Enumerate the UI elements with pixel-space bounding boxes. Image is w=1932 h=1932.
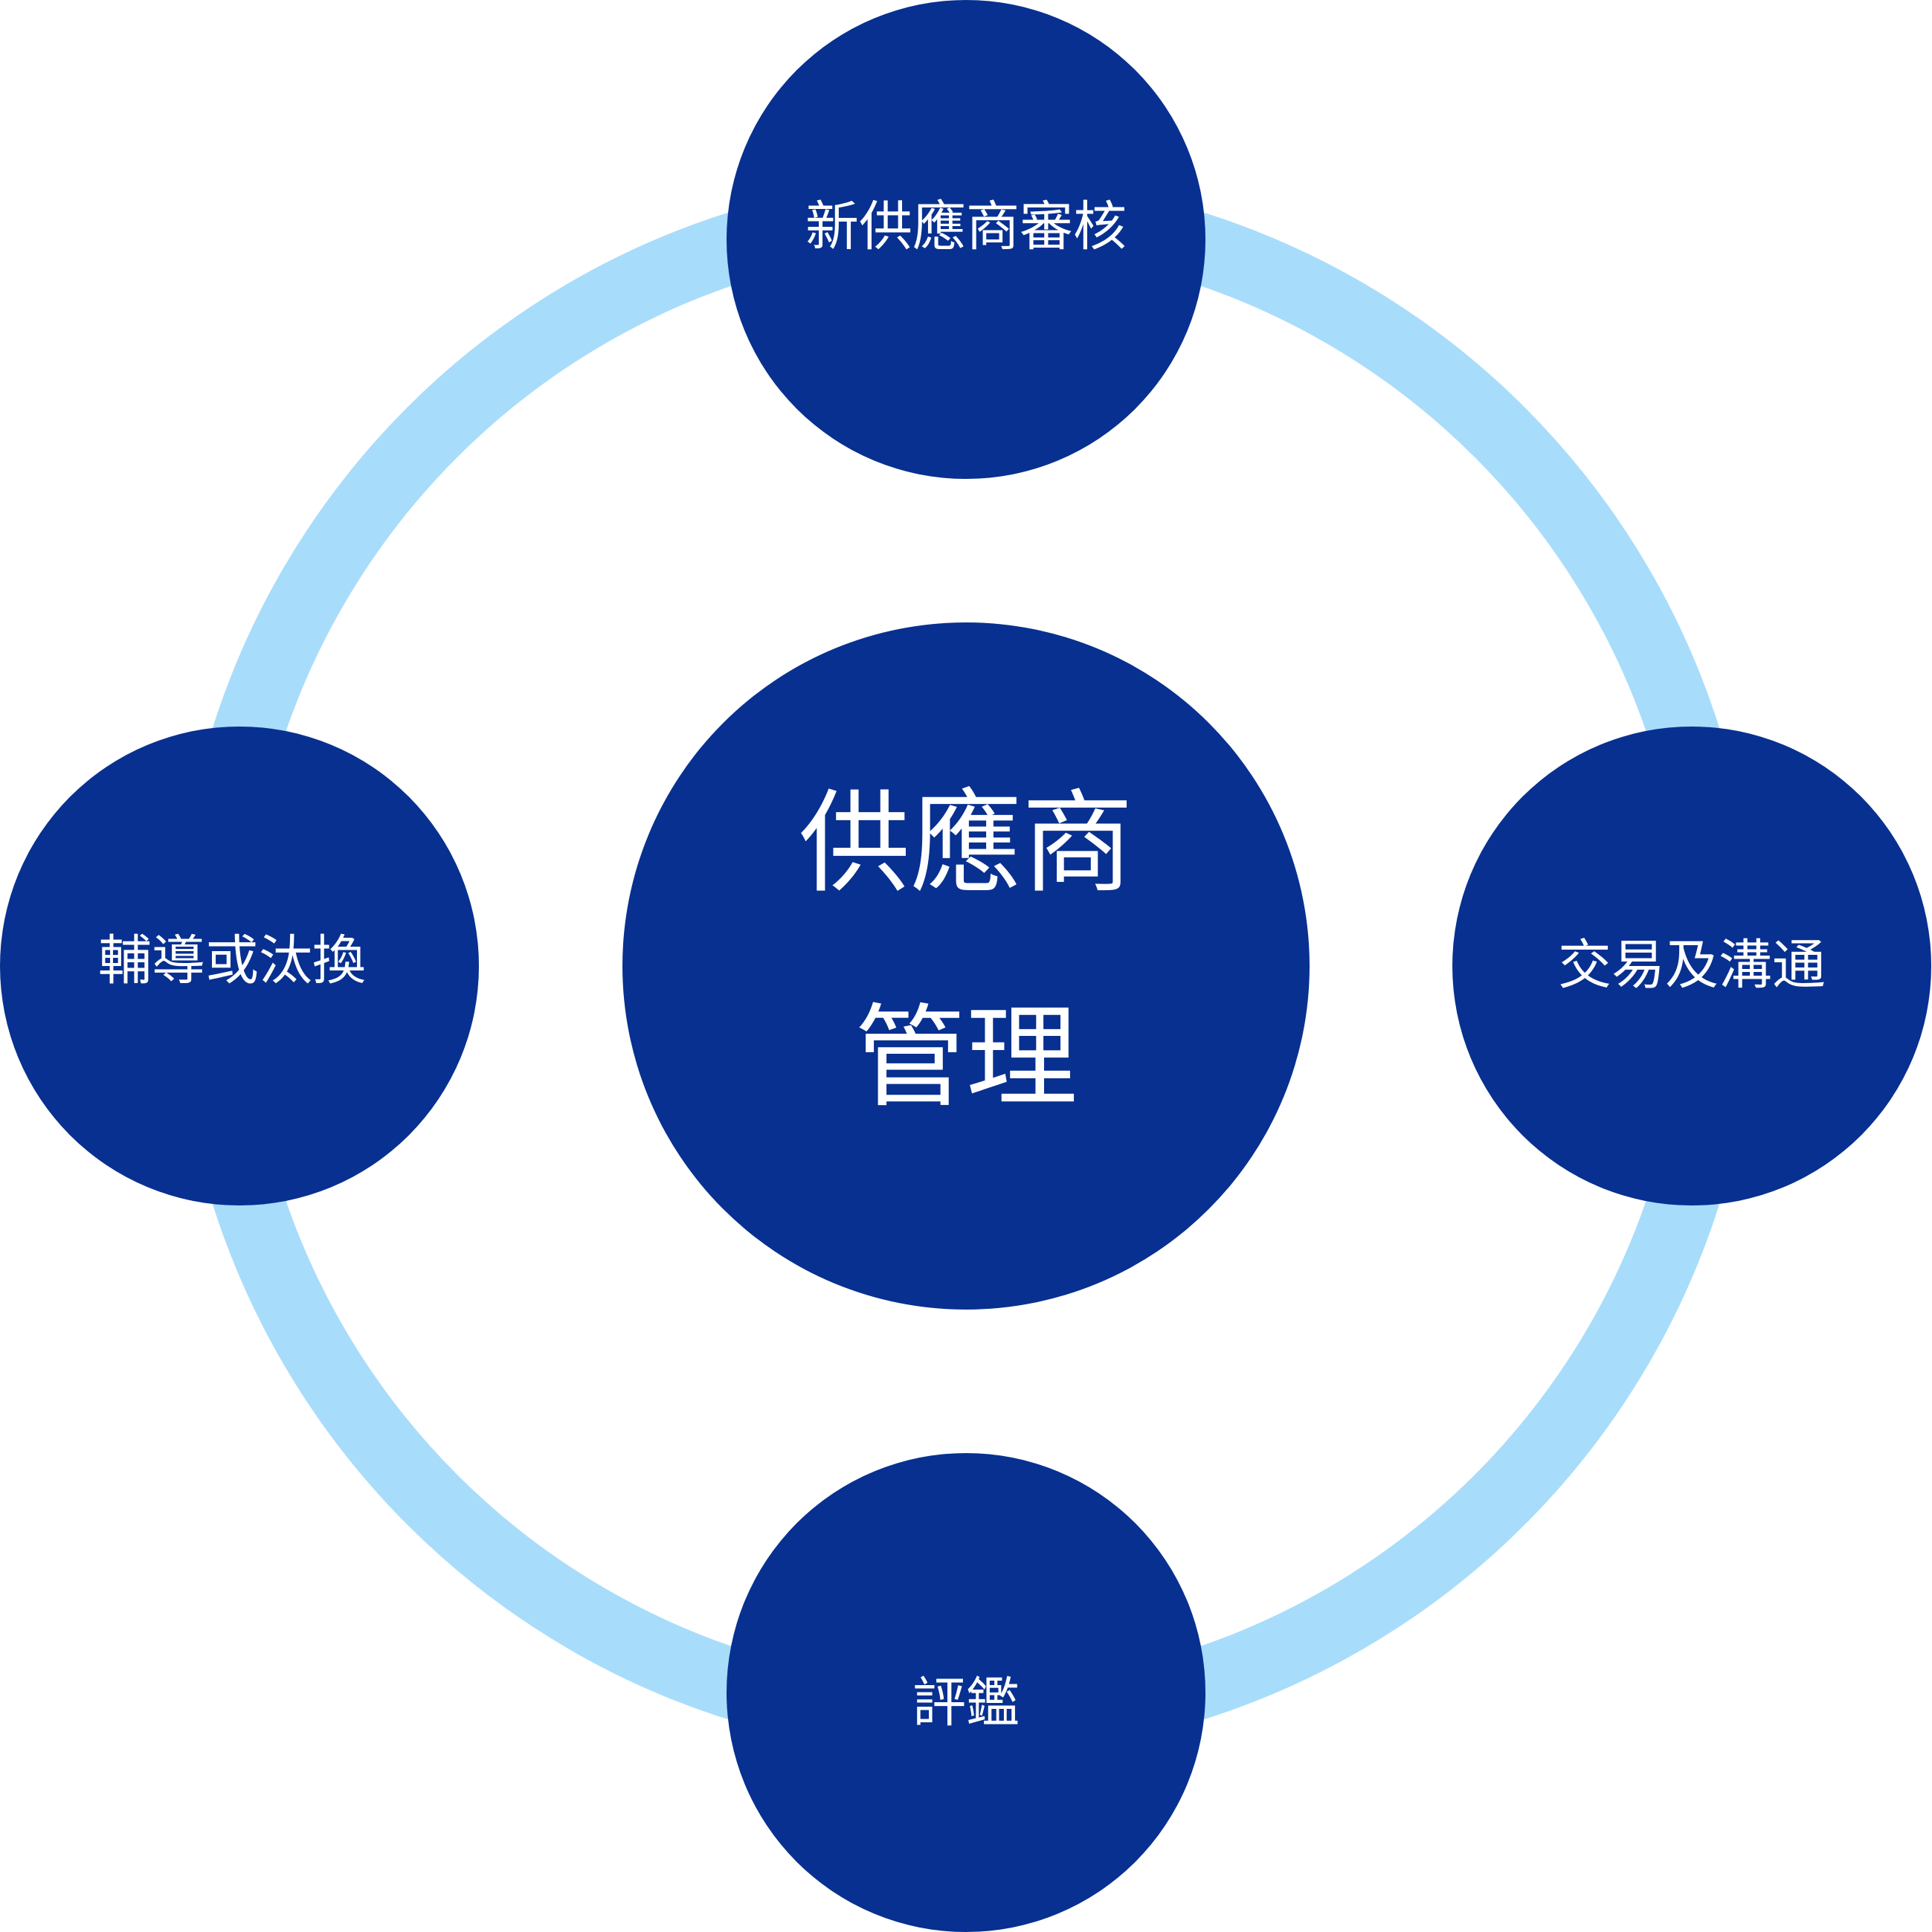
center-title-line-2: 管理 <box>854 994 1078 1123</box>
center-circle <box>622 622 1310 1310</box>
node-left-circle <box>0 727 479 1205</box>
center-title-line-1: 供應商 <box>799 779 1133 909</box>
node-right-label: 交易及溝通 <box>1558 934 1826 996</box>
node-bottom-label: 評鑑 <box>912 1672 1020 1734</box>
node-top-circle <box>727 0 1205 479</box>
node-bottom-circle <box>727 1453 1205 1932</box>
node-right-circle <box>1452 727 1931 1205</box>
node-left-label: 輔導或汰換 <box>98 930 366 992</box>
node-top-label: 新供應商審核 <box>805 196 1127 258</box>
